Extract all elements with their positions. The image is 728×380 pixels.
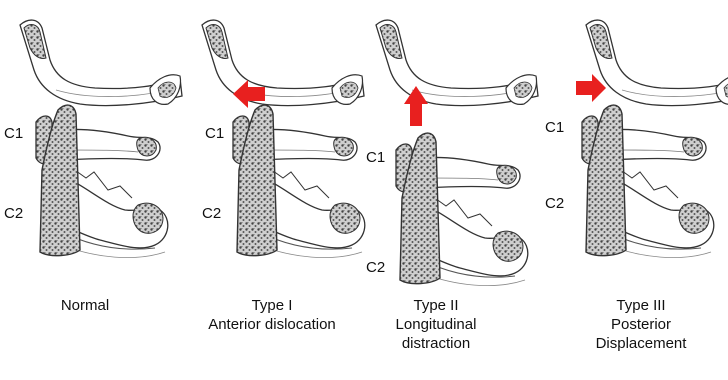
c2-label: C2 xyxy=(366,260,385,275)
caption-type-2: Type II Longitudinal distraction xyxy=(351,296,521,353)
c1-label: C1 xyxy=(4,126,23,141)
c2-label: C2 xyxy=(202,206,221,221)
caption-type-3: Type III Posterior Displacement xyxy=(556,296,726,353)
caption-line: Normal xyxy=(0,296,170,315)
panel-type-2 xyxy=(376,20,538,286)
c1-label: C1 xyxy=(205,126,224,141)
skull-base xyxy=(202,20,364,105)
caption-type-1: Type I Anterior dislocation xyxy=(187,296,357,334)
caption-line: Displacement xyxy=(556,334,726,353)
vertebrae-c1-c2 xyxy=(396,133,528,286)
vertebrae-c1-c2 xyxy=(233,105,365,258)
panel-normal xyxy=(20,20,182,258)
panel-type-3 xyxy=(576,20,728,258)
caption-line: distraction xyxy=(351,334,521,353)
c2-label: C2 xyxy=(4,206,23,221)
caption-normal: Normal xyxy=(0,296,170,315)
vertebrae-c1-c2 xyxy=(582,105,714,258)
caption-line: Type II xyxy=(351,296,521,315)
vertebrae-c1-c2 xyxy=(36,105,168,258)
caption-line: Longitudinal xyxy=(351,315,521,334)
arrow-right-icon xyxy=(576,74,606,102)
skull-base xyxy=(376,20,538,105)
caption-line: Type III xyxy=(556,296,726,315)
panel-type-1 xyxy=(202,20,365,258)
c2-label: C2 xyxy=(545,196,564,211)
c1-label: C1 xyxy=(366,150,385,165)
caption-line: Anterior dislocation xyxy=(187,315,357,334)
skull-base xyxy=(20,20,182,105)
caption-line: Type I xyxy=(187,296,357,315)
caption-line: Posterior xyxy=(556,315,726,334)
skull-base xyxy=(586,20,728,105)
c1-label: C1 xyxy=(545,120,564,135)
